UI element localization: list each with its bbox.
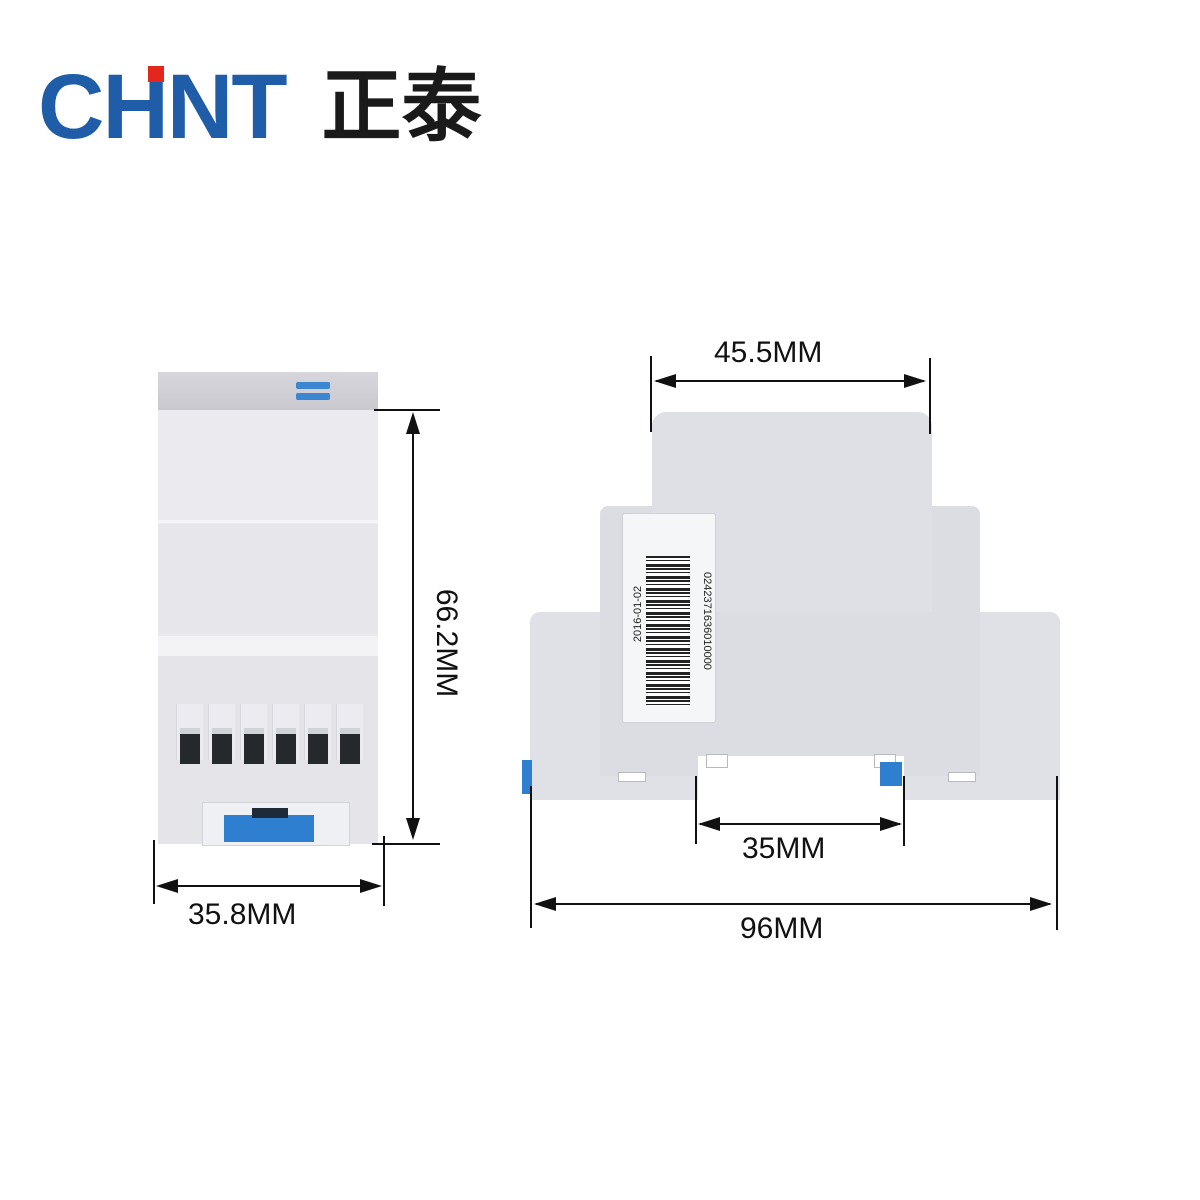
- barcode-icon: [646, 556, 690, 706]
- dimension-extension-line: [903, 776, 905, 846]
- dimension-extension-line: [372, 843, 440, 845]
- arrow-left-icon: [698, 817, 720, 831]
- arrow-right-icon: [1030, 897, 1052, 911]
- front-view-middle-band: [158, 524, 378, 634]
- din-rail-notch: [698, 756, 904, 804]
- dimension-line-rail-width: [700, 823, 900, 825]
- screw-terminal-icon: [244, 728, 264, 764]
- din-clip-latch: [252, 808, 288, 818]
- brand-accent-dot: [148, 66, 164, 82]
- sticker-code: 0242371636010000: [701, 572, 713, 670]
- front-view-vents: [158, 636, 378, 656]
- dimension-extension-line: [383, 836, 385, 906]
- front-view-top-panel: [158, 372, 378, 410]
- release-slot: [618, 772, 646, 782]
- sticker-date: 2016-01-02: [632, 585, 644, 643]
- dimension-line-width: [160, 885, 378, 887]
- total-width-dimension-label: 96MM: [740, 912, 824, 945]
- arrow-down-icon: [406, 818, 420, 840]
- arrow-up-icon: [406, 412, 420, 434]
- arrow-left-icon: [156, 879, 178, 893]
- top-width-dimension-label: 45.5MM: [714, 336, 823, 369]
- dimension-extension-line: [153, 840, 155, 904]
- din-clip-blue-icon: [522, 760, 532, 794]
- dimension-extension-line: [650, 356, 652, 432]
- din-clip-blue-icon: [880, 762, 902, 786]
- brand-name-cn: 正泰: [321, 60, 482, 153]
- height-dimension-label: 66.2MM: [430, 588, 463, 698]
- arrow-right-icon: [360, 879, 382, 893]
- dimension-extension-line: [374, 409, 440, 411]
- screw-terminal-icon: [340, 728, 360, 764]
- release-slot: [948, 772, 976, 782]
- dimension-line-top-width: [656, 380, 924, 382]
- dimension-extension-line: [929, 358, 931, 434]
- arrow-left-icon: [654, 374, 676, 388]
- screw-terminal-icon: [180, 728, 200, 764]
- dimension-extension-line: [530, 786, 532, 928]
- screw-terminal-icon: [276, 728, 296, 764]
- brand-logo: CHNT 正泰: [38, 60, 482, 153]
- dimension-extension-line: [695, 776, 697, 844]
- screw-terminal-icon: [212, 728, 232, 764]
- dimension-line-height: [412, 416, 414, 836]
- dimension-extension-line: [1056, 776, 1058, 930]
- width-dimension-label: 35.8MM: [188, 898, 297, 931]
- screw-terminal-icon: [308, 728, 328, 764]
- arrow-right-icon: [880, 817, 902, 831]
- front-view-upper-band: [158, 410, 378, 523]
- arrow-left-icon: [534, 897, 556, 911]
- adjust-knob-icon: [296, 393, 330, 400]
- din-clip-blue-icon: [224, 815, 314, 842]
- adjust-knob-icon: [296, 382, 330, 389]
- dimension-line-total-width: [536, 903, 1050, 905]
- arrow-right-icon: [904, 374, 926, 388]
- rail-hook: [706, 754, 728, 768]
- rail-width-dimension-label: 35MM: [742, 832, 826, 865]
